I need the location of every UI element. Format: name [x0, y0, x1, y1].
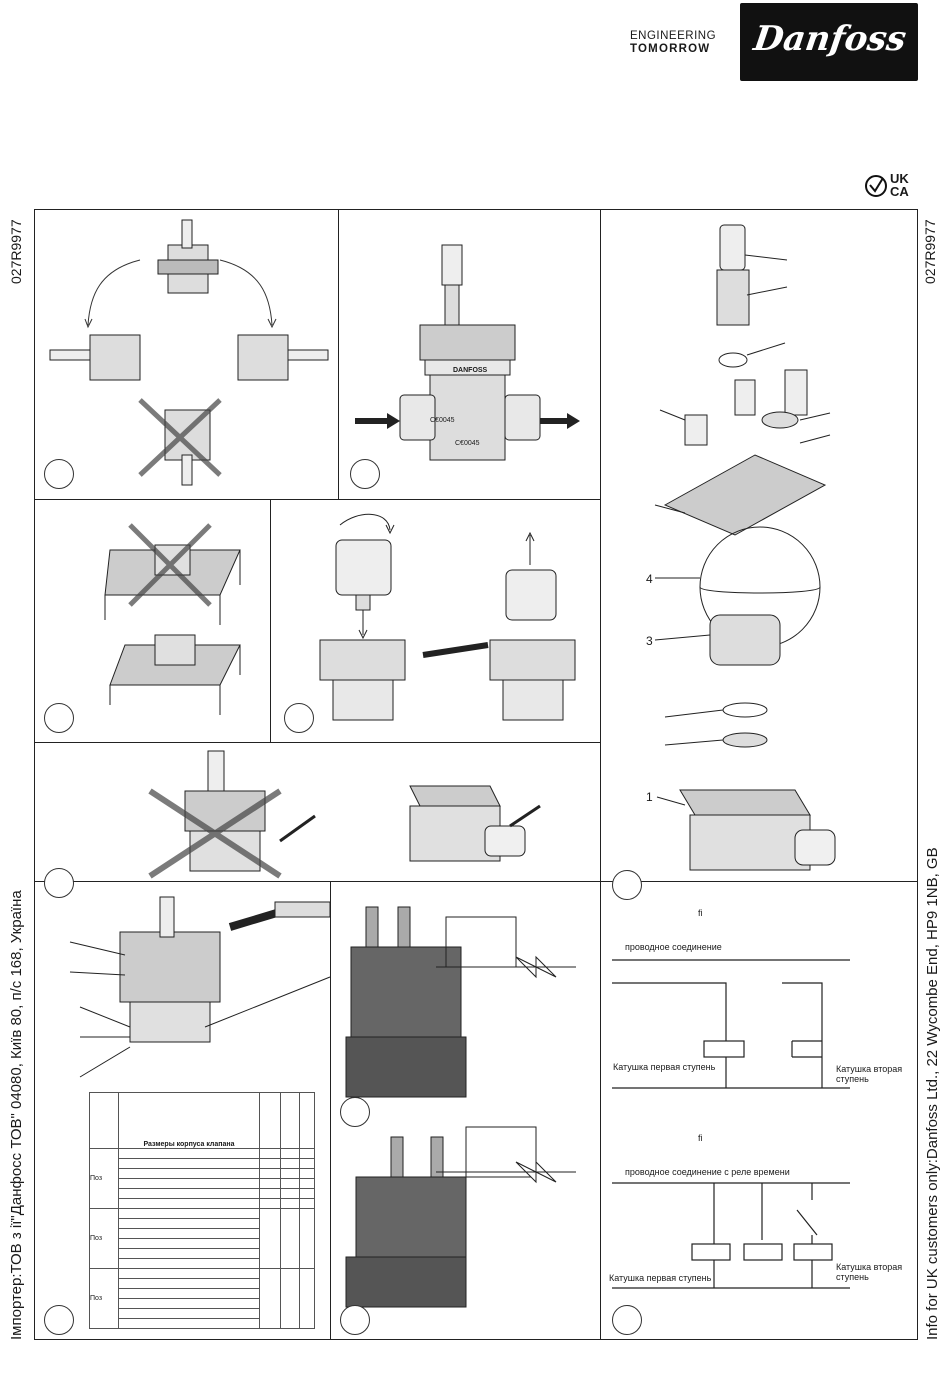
- orientation-illustration: [49, 219, 329, 486]
- ukca-line2: CA: [890, 184, 909, 199]
- doc-code-right: 027R9977: [922, 219, 938, 284]
- mounting-illustration: [104, 523, 241, 715]
- tagline: ENGINEERING TOMORROW: [630, 30, 716, 56]
- ce-mark-1: C€0045: [430, 417, 455, 424]
- danfoss-logo: Danfoss: [740, 3, 918, 81]
- step-marker-4: [284, 703, 314, 733]
- wiring1-coil2-line1: Катушка вторая: [836, 1064, 903, 1074]
- step-marker-1: [44, 459, 74, 489]
- table-row-label-2: Поз: [89, 1208, 119, 1269]
- part-label-3: 3: [646, 634, 653, 648]
- wiring1-coil2-line2: ступень: [836, 1074, 869, 1084]
- table-row-label-3: Поз: [89, 1268, 119, 1329]
- part-label-4: 4: [646, 572, 653, 586]
- part-label-1: 1: [646, 790, 653, 804]
- exploded-view-illustration: [654, 224, 836, 871]
- wiring2-coil2-label: Катушка вторая ступень: [836, 1262, 902, 1282]
- valve-size-table: Размеры корпуса клапана Поз Поз Поз: [89, 1092, 315, 1329]
- ukca-text: UK CA: [890, 172, 909, 198]
- step-marker-6: [612, 870, 642, 900]
- table-header: Размеры корпуса клапана: [118, 1092, 260, 1149]
- wiring-glyph-1: fi: [698, 908, 703, 918]
- welding-illustration: [148, 750, 541, 879]
- tagline-line1: ENGINEERING: [630, 30, 717, 42]
- wiring-glyph-2: fi: [698, 1133, 703, 1143]
- step-marker-7: [44, 1305, 74, 1335]
- doc-code-left: 027R9977: [8, 219, 24, 284]
- cutaway-illustration: [345, 906, 576, 1308]
- table-row-label-1: Поз: [89, 1148, 119, 1209]
- tightening-illustration: [69, 896, 331, 1078]
- wiring2-coil2-line2: ступень: [836, 1272, 869, 1282]
- wiring-diagram-2: [612, 1182, 850, 1289]
- step-marker-9: [612, 1305, 642, 1335]
- illustration-frame: [34, 209, 918, 1340]
- disassembly-illustration: [319, 513, 576, 721]
- wiring2-coil2-line1: Катушка вторая: [836, 1262, 903, 1272]
- valve-brand-label: DANFOSS: [453, 367, 488, 374]
- step-marker-3: [44, 703, 74, 733]
- ce-mark-2: C€0045: [455, 440, 480, 447]
- step-marker-8a: [340, 1097, 370, 1127]
- wiring-diagram-1: [612, 959, 850, 1089]
- step-marker-5: [44, 868, 74, 898]
- ukca-line1: UK: [890, 171, 909, 186]
- importer-text: Імпортер:ТОВ з ії"Данфосс ТОВ" 04080, Ки…: [8, 890, 25, 1340]
- wiring-title-1: проводное соединение: [625, 942, 722, 952]
- wiring1-coil1-label: Катушка первая ступень: [613, 1062, 716, 1072]
- logo-text: Danfoss: [751, 19, 909, 59]
- flow-direction-illustration: [355, 244, 580, 461]
- ukca-check-icon: [865, 175, 887, 197]
- tagline-line2: TOMORROW: [630, 43, 711, 55]
- wiring2-coil1-label: Катушка первая ступень: [609, 1273, 712, 1283]
- uk-info-text: Info for UK customers only:Danfoss Ltd.,…: [924, 847, 941, 1340]
- step-marker-2: [350, 459, 380, 489]
- ukca-mark: UK CA: [865, 172, 921, 202]
- step-marker-8b: [340, 1305, 370, 1335]
- wiring1-coil2-label: Катушка вторая ступень: [836, 1064, 902, 1084]
- wiring-title-2: проводное соединение с реле времени: [625, 1167, 790, 1177]
